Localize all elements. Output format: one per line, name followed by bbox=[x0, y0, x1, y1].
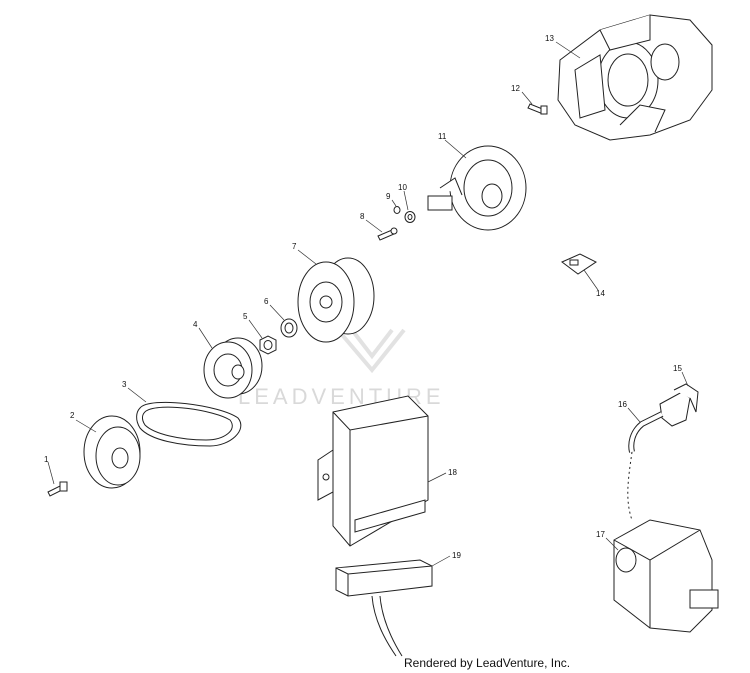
callout-19: 19 bbox=[452, 551, 461, 560]
leader-lines bbox=[47, 41, 689, 567]
spark-plug-cap[interactable] bbox=[659, 383, 699, 427]
ignition-coil[interactable] bbox=[613, 519, 719, 633]
pulley-cup[interactable] bbox=[83, 415, 141, 489]
stator-plate[interactable] bbox=[427, 145, 527, 231]
callout-8: 8 bbox=[360, 212, 365, 221]
callouts: 1 2 3 4 5 6 7 8 9 10 11 12 13 14 15 16 1… bbox=[44, 34, 682, 560]
callout-11: 11 bbox=[438, 132, 447, 141]
nut-5[interactable] bbox=[259, 335, 277, 355]
callout-13: 13 bbox=[545, 34, 554, 43]
callout-6: 6 bbox=[264, 297, 269, 306]
cdi-module[interactable] bbox=[317, 395, 429, 547]
callout-16: 16 bbox=[618, 400, 627, 409]
washer-10[interactable] bbox=[404, 211, 416, 223]
stator-housing[interactable] bbox=[557, 14, 713, 141]
callout-1: 1 bbox=[44, 455, 49, 464]
callout-18: 18 bbox=[448, 468, 457, 477]
callout-14: 14 bbox=[596, 289, 605, 298]
callout-4: 4 bbox=[193, 320, 198, 329]
flywheel[interactable] bbox=[297, 257, 375, 343]
callout-9: 9 bbox=[386, 192, 391, 201]
ignition-lead[interactable] bbox=[627, 411, 664, 521]
callout-5: 5 bbox=[243, 312, 248, 321]
callout-7: 7 bbox=[292, 242, 297, 251]
callout-17: 17 bbox=[596, 530, 605, 539]
connector-19[interactable] bbox=[335, 559, 433, 657]
credit-text: Rendered by LeadVenture, Inc. bbox=[404, 656, 571, 670]
clip-14[interactable] bbox=[561, 253, 597, 275]
washer-6[interactable] bbox=[280, 318, 298, 338]
bolt-1[interactable] bbox=[47, 481, 68, 497]
screw-8[interactable] bbox=[377, 227, 398, 241]
callout-2: 2 bbox=[70, 411, 75, 420]
housing-bolt[interactable] bbox=[527, 103, 548, 115]
callout-10: 10 bbox=[398, 183, 407, 192]
starter-pulley[interactable] bbox=[203, 337, 263, 399]
callout-3: 3 bbox=[122, 380, 127, 389]
callout-12: 12 bbox=[511, 84, 520, 93]
drive-belt[interactable] bbox=[136, 401, 242, 447]
lockwasher-9[interactable] bbox=[393, 206, 401, 214]
callout-15: 15 bbox=[673, 364, 682, 373]
